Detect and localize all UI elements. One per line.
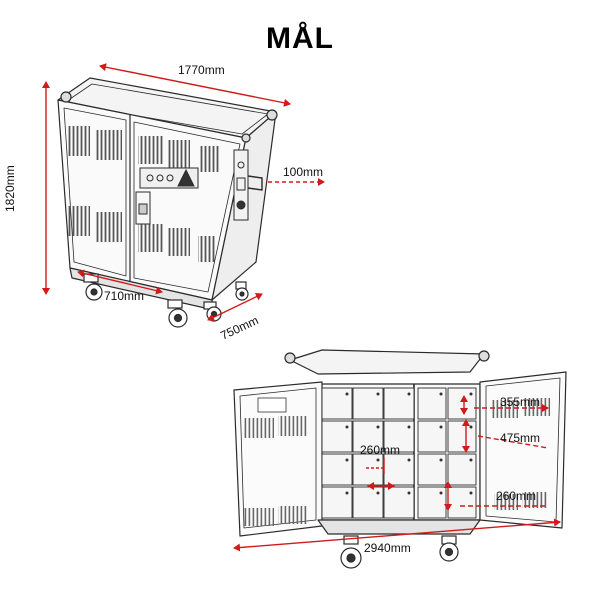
compartment-width-label: 260mm <box>360 443 400 457</box>
closed-dimensions <box>42 63 325 322</box>
padlock-icon <box>376 392 380 396</box>
padlock-icon <box>407 491 411 495</box>
page-title: MÅL <box>266 22 334 55</box>
padlock-icon <box>469 425 473 429</box>
locker-compartment <box>417 420 447 453</box>
width-label: 1770mm <box>178 63 225 77</box>
padlock-icon <box>345 458 349 462</box>
control-panel <box>135 167 199 225</box>
padlock-icon <box>469 458 473 462</box>
depth-dimension-line <box>207 292 263 322</box>
right-door <box>133 121 241 293</box>
padlock-icon <box>407 425 411 429</box>
locker-compartment <box>321 453 353 486</box>
total-width-label: 2940mm <box>364 541 411 555</box>
total-width-dimension-line <box>233 518 561 552</box>
padlock-icon <box>407 458 411 462</box>
padlock-icon <box>376 425 380 429</box>
side-handle <box>247 175 263 191</box>
locker-compartment <box>352 420 384 453</box>
padlock-icon <box>469 392 473 396</box>
vent-slot-icon <box>68 126 220 262</box>
padlock-icon <box>345 425 349 429</box>
open-dimensions <box>233 395 561 552</box>
height-label: 1820mm <box>3 165 17 212</box>
depth-label: 750mm <box>218 313 260 343</box>
padlock-icon <box>439 491 443 495</box>
padlock-icon <box>439 425 443 429</box>
shelf-depth-label: 355mm <box>500 395 540 409</box>
padlock-icon <box>439 458 443 462</box>
open-cabinet-top <box>289 349 485 375</box>
padlock-icon <box>469 491 473 495</box>
handle-label: 100mm <box>283 165 323 179</box>
padlock-icon <box>376 491 380 495</box>
locker-compartment <box>447 486 477 519</box>
locker-compartment <box>447 387 477 420</box>
width-dimension-line <box>99 63 291 107</box>
locker-compartment <box>417 486 447 519</box>
compartment-height-label: 260mm <box>496 489 536 503</box>
locker-compartment <box>447 453 477 486</box>
inner-width-label: 710mm <box>104 289 144 303</box>
padlock-icon <box>439 392 443 396</box>
warning-triangle-icon <box>177 168 195 187</box>
padlock-icon <box>376 458 380 462</box>
inner-width-dimension-line <box>77 269 163 295</box>
padlock-icon <box>407 392 411 396</box>
locker-compartment <box>447 420 477 453</box>
shelf-height-label: 475mm <box>500 431 540 445</box>
locker-compartment <box>417 387 447 420</box>
padlock-icon <box>345 491 349 495</box>
side-controls <box>233 149 263 221</box>
padlock-icon <box>345 392 349 396</box>
locker-compartment <box>417 453 447 486</box>
